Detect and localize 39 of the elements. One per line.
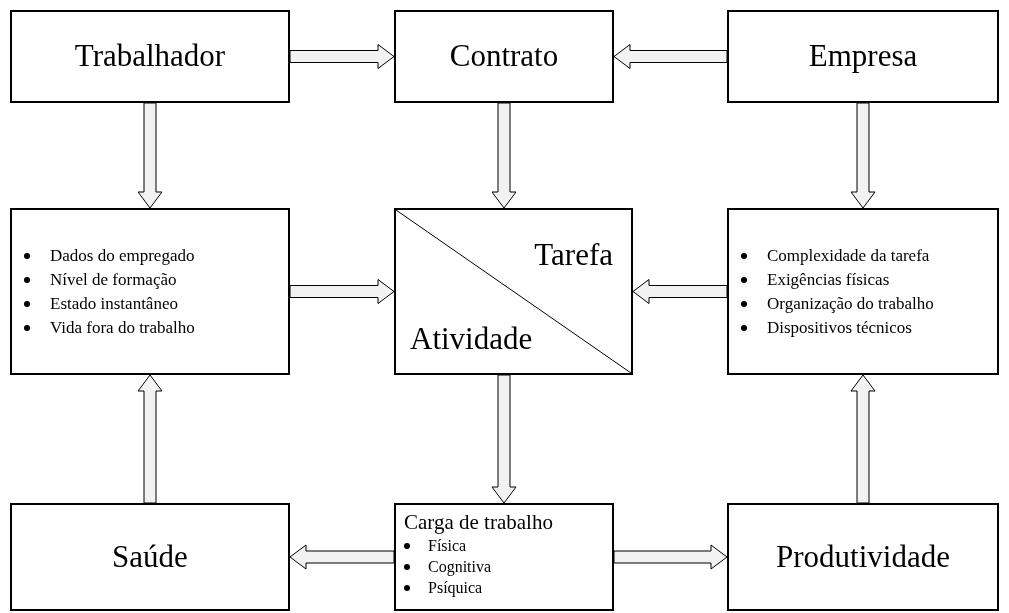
bullet-item: Complexidade da tarefa <box>767 244 930 267</box>
process-box <box>727 10 999 103</box>
box-title: Contrato <box>449 37 559 76</box>
block-arrow <box>491 374 517 504</box>
process-box <box>394 503 614 611</box>
block-arrow <box>289 279 395 304</box>
block-arrow <box>137 102 163 209</box>
box-title: Tarefa <box>534 236 613 274</box>
box-title: Produtividade <box>776 537 950 576</box>
process-box <box>10 503 290 611</box>
box-title: Trabalhador <box>74 37 226 76</box>
process-box <box>10 10 290 103</box>
bullet-item: Nível de formação <box>50 268 177 291</box>
bullet-item: Física <box>428 536 467 556</box>
box-title: Carga de trabalho <box>404 509 554 535</box>
bullet-item: Exigências físicas <box>767 268 890 291</box>
bullet-item: Organização do trabalho <box>767 292 934 315</box>
block-arrow <box>850 102 876 209</box>
block-arrow <box>632 279 728 304</box>
bullet-item: Psíquica <box>428 578 483 598</box>
block-arrow <box>613 44 728 69</box>
block-arrow <box>137 374 163 504</box>
bullet-item: Estado instantâneo <box>50 292 178 315</box>
process-box <box>727 503 999 611</box>
bullet-item: Vida fora do trabalho <box>50 316 195 339</box>
box-title: Atividade <box>410 320 533 359</box>
bullet-item: Dispositivos técnicos <box>767 316 912 339</box>
process-box <box>727 208 999 375</box>
block-arrow <box>289 44 395 69</box>
process-box <box>10 208 290 375</box>
box-title: Saúde <box>112 537 188 576</box>
block-arrow <box>289 544 395 570</box>
block-arrow <box>491 102 517 209</box>
bullet-item: Dados do empregado <box>50 244 195 267</box>
block-arrow <box>613 544 728 570</box>
box-title: Empresa <box>808 37 918 76</box>
bullet-item: Cognitiva <box>428 557 492 577</box>
block-arrow <box>850 374 876 504</box>
process-box <box>394 10 614 103</box>
